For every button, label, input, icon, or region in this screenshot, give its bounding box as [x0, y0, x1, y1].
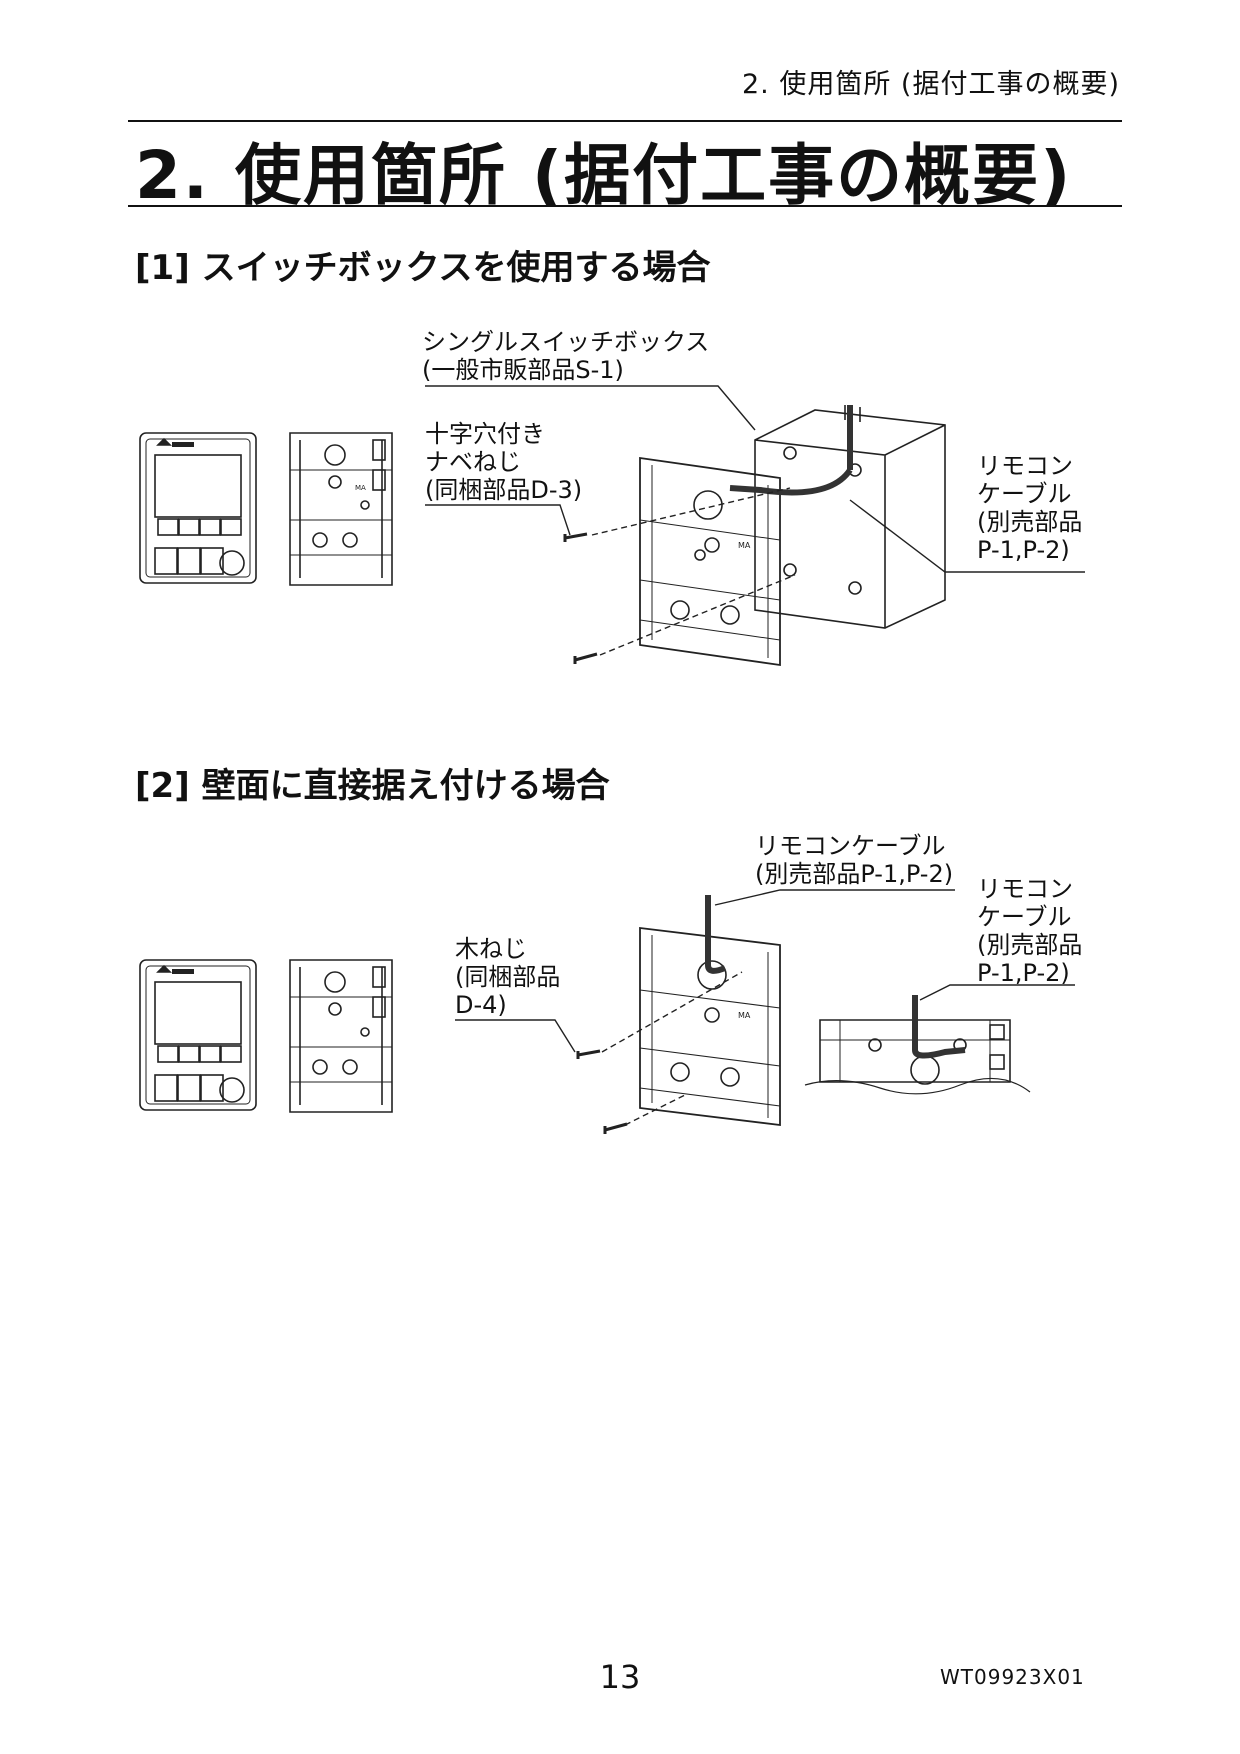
svg-text:MA: MA — [738, 541, 751, 550]
remote-controller-front-illustration-2 — [139, 959, 257, 1111]
svg-text:MA: MA — [738, 1011, 751, 1020]
section-2-heading: [2] 壁面に直接据え付ける場合 — [135, 766, 610, 806]
running-header: 2. 使用箇所 (据付工事の概要) — [742, 69, 1120, 100]
title-bottom-rule — [128, 205, 1122, 207]
callout-single-switch-box: シングルスイッチボックス (一般市販部品S-1) — [422, 328, 710, 384]
page-number: 13 — [599, 1658, 641, 1696]
screw-icons-2 — [576, 1049, 628, 1134]
mounting-plate-illustration-1: MA — [289, 432, 393, 586]
callout-wood-screw: 木ねじ (同梱部品 D-4) — [455, 935, 561, 1019]
switch-box-illustration — [729, 405, 946, 629]
title-top-rule — [128, 120, 1122, 122]
page-title: 2. 使用箇所 (据付工事の概要) — [135, 137, 1073, 214]
callout-phillips-pan-screw: 十字穴付き ナベねじ (同梱部品D-3) — [425, 420, 583, 504]
callout-remote-cable-top: リモコンケーブル (別売部品P-1,P-2) — [755, 832, 954, 888]
svg-text:MA: MA — [355, 484, 366, 492]
mounting-plate-assembly-2: MA — [639, 895, 781, 1127]
mounting-plate-assembly-1: MA — [639, 456, 781, 667]
remote-controller-front-illustration-1 — [139, 432, 257, 584]
section-1-heading: [1] スイッチボックスを使用する場合 — [135, 248, 711, 288]
mounting-plate-illustration-2 — [289, 959, 393, 1113]
section-2-leaders — [455, 889, 1075, 1126]
callout-remote-cable-side: リモコン ケーブル (別売部品 P-1,P-2) — [977, 875, 1083, 987]
document-code: WT09923X01 — [940, 1665, 1085, 1689]
screw-icons-1 — [563, 532, 598, 664]
section-1-leaders — [425, 385, 1085, 656]
callout-remote-cable-1: リモコン ケーブル (別売部品 P-1,P-2) — [977, 452, 1083, 564]
wall-mounted-plate-illustration — [804, 995, 1031, 1095]
